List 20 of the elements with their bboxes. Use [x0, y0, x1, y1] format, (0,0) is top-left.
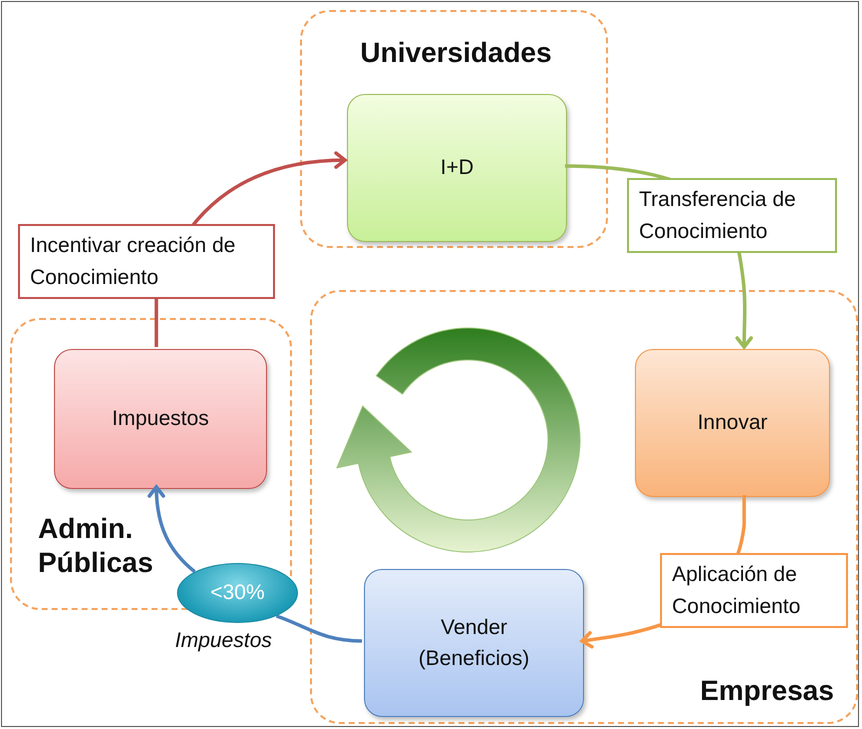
dashed-group-region	[300, 10, 608, 248]
dashed-group-region	[310, 290, 858, 724]
process-box	[364, 569, 584, 717]
box-label: I+D	[439, 155, 475, 182]
edge-label: Incentivar creación de Conocimiento	[18, 224, 275, 299]
group-heading: Universidades	[359, 36, 553, 70]
percentage-label: <30%	[210, 580, 265, 606]
process-box	[54, 349, 267, 489]
process-box	[347, 94, 567, 242]
ellipse-caption: Impuestos	[175, 629, 272, 653]
process-box	[635, 349, 830, 497]
dashed-group-region	[10, 318, 292, 610]
box-label: Vender (Beneficios)	[418, 614, 530, 672]
arrow	[148, 485, 196, 574]
box-label: Innovar	[696, 410, 769, 436]
edge-label: Aplicación de Conocimiento	[660, 553, 848, 628]
edge-label: Transferencia de Conocimiento	[627, 178, 837, 253]
box-label: Impuestos	[111, 406, 210, 432]
group-heading: Admin. Públicas	[38, 512, 154, 580]
group-heading: Empresas	[699, 674, 835, 708]
